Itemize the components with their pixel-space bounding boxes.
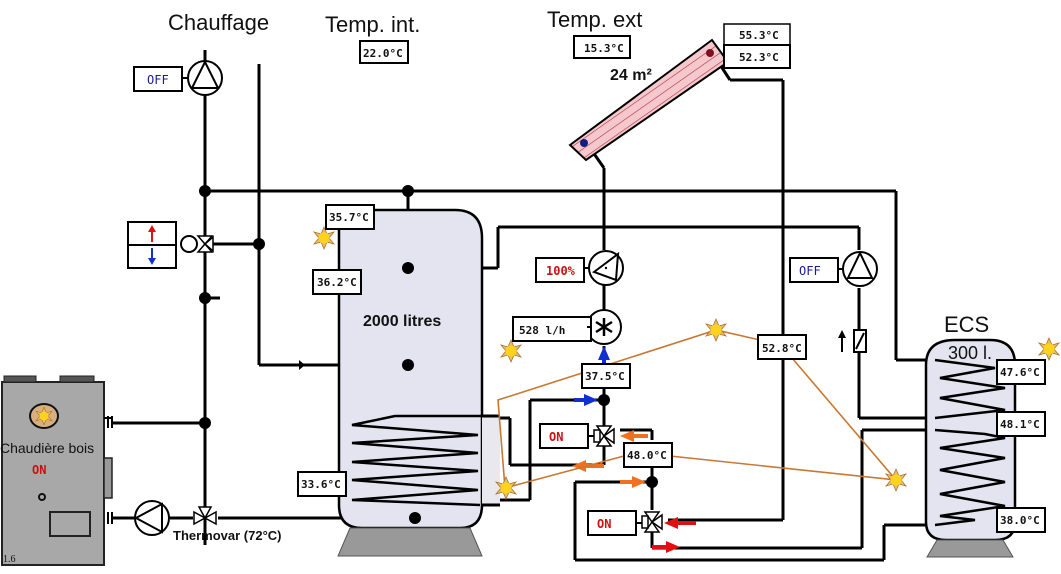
temp-collector-in: 52.3°C [723, 44, 791, 69]
flow-arrows [572, 346, 696, 553]
mixing-valve-control[interactable] [127, 221, 177, 269]
flowmeter-value: 528 l/h [519, 324, 565, 337]
boiler-pump-icon[interactable] [133, 500, 170, 536]
temp-mix-valve: 48.0°C [623, 442, 673, 468]
svg-text:33.6°C: 33.6°C [301, 478, 341, 491]
temp-outdoor: 15.3°C [573, 35, 631, 59]
svg-text:38.0°C: 38.0°C [1000, 514, 1040, 527]
svg-text:47.6°C: 47.6°C [1000, 366, 1040, 379]
svg-text:15.3°C: 15.3°C [584, 42, 624, 55]
mixing-valve-icon[interactable] [180, 235, 214, 253]
thermovar-label: Thermovar (72°C) [173, 528, 282, 543]
temp-dhw-mid: 48.1°C [996, 411, 1046, 437]
sun-icon [705, 318, 727, 342]
buffer-tank[interactable] [337, 208, 500, 557]
svg-text:22.0°C: 22.0°C [363, 47, 403, 60]
solar-pump-speed-box [535, 257, 585, 283]
boiler-state: ON [32, 463, 46, 477]
dhw-pump-status-box [789, 257, 839, 283]
svg-text:52.8°C: 52.8°C [762, 342, 802, 355]
boiler-name: Chaudière bois [0, 440, 94, 456]
svg-text:37.5°C: 37.5°C [585, 370, 625, 383]
dhw-capacity: 300 l. [948, 343, 992, 363]
upper-diverter-status-box [539, 423, 589, 449]
heating-pump-icon[interactable] [187, 59, 223, 96]
flowmeter-box [512, 316, 592, 342]
temp-indoor: 22.0°C [359, 40, 409, 64]
buffer-capacity: 2000 litres [363, 313, 441, 330]
sun-icon [500, 339, 522, 363]
heating-title: Chauffage [168, 10, 269, 35]
check-valve-icon [838, 329, 867, 353]
temp-buffer-top: 35.7°C [325, 204, 375, 230]
wood-boiler[interactable] [1, 375, 113, 566]
collector-area: 24 m² [610, 67, 652, 84]
temp-dhw-top: 47.6°C [996, 359, 1046, 385]
sun-icon [1038, 337, 1060, 361]
solar-pump-speed: 100% [546, 264, 576, 278]
temp-dhw-bottom: 38.0°C [996, 507, 1046, 533]
thermovar-valve-icon [193, 506, 217, 526]
upper-diverter-state[interactable]: ON [549, 430, 563, 444]
flame-icon [29, 403, 59, 429]
svg-text:48.1°C: 48.1°C [1000, 418, 1040, 431]
svg-text:55.3°C: 55.3°C [739, 29, 779, 42]
svg-text:35.7°C: 35.7°C [329, 211, 369, 224]
svg-text:48.0°C: 48.0°C [627, 449, 667, 462]
temp-solar-return: 37.5°C [581, 363, 631, 389]
lower-diverter-state[interactable]: ON [597, 517, 611, 531]
svg-text:36.2°C: 36.2°C [317, 276, 357, 289]
version-label: 1.6 [3, 554, 16, 565]
dhw-title: ECS [944, 312, 989, 337]
temp-collector-out: 55.3°C [723, 23, 791, 46]
indoor-temp-title: Temp. int. [325, 12, 420, 37]
flowmeter-icon [586, 309, 622, 345]
dhw-pump-state[interactable]: OFF [799, 264, 821, 278]
solar-pump-icon[interactable] [588, 250, 624, 286]
lower-diverter-status-box [587, 510, 637, 536]
sun-icon [313, 226, 335, 250]
lower-diverter-valve-icon[interactable] [641, 511, 663, 533]
heating-pump-state[interactable]: OFF [147, 73, 169, 87]
temp-buffer-mid: 36.2°C [312, 269, 362, 295]
dhw-pump-icon[interactable] [842, 250, 878, 287]
outdoor-temp-title: Temp. ext [547, 7, 642, 32]
junction-nodes [199, 185, 658, 524]
temp-solar-supply: 52.8°C [757, 334, 807, 360]
upper-diverter-valve-icon[interactable] [593, 425, 615, 447]
heating-pump-status-box [133, 66, 183, 92]
svg-text:52.3°C: 52.3°C [739, 51, 779, 64]
temp-buffer-bottom: 33.6°C [297, 471, 347, 497]
